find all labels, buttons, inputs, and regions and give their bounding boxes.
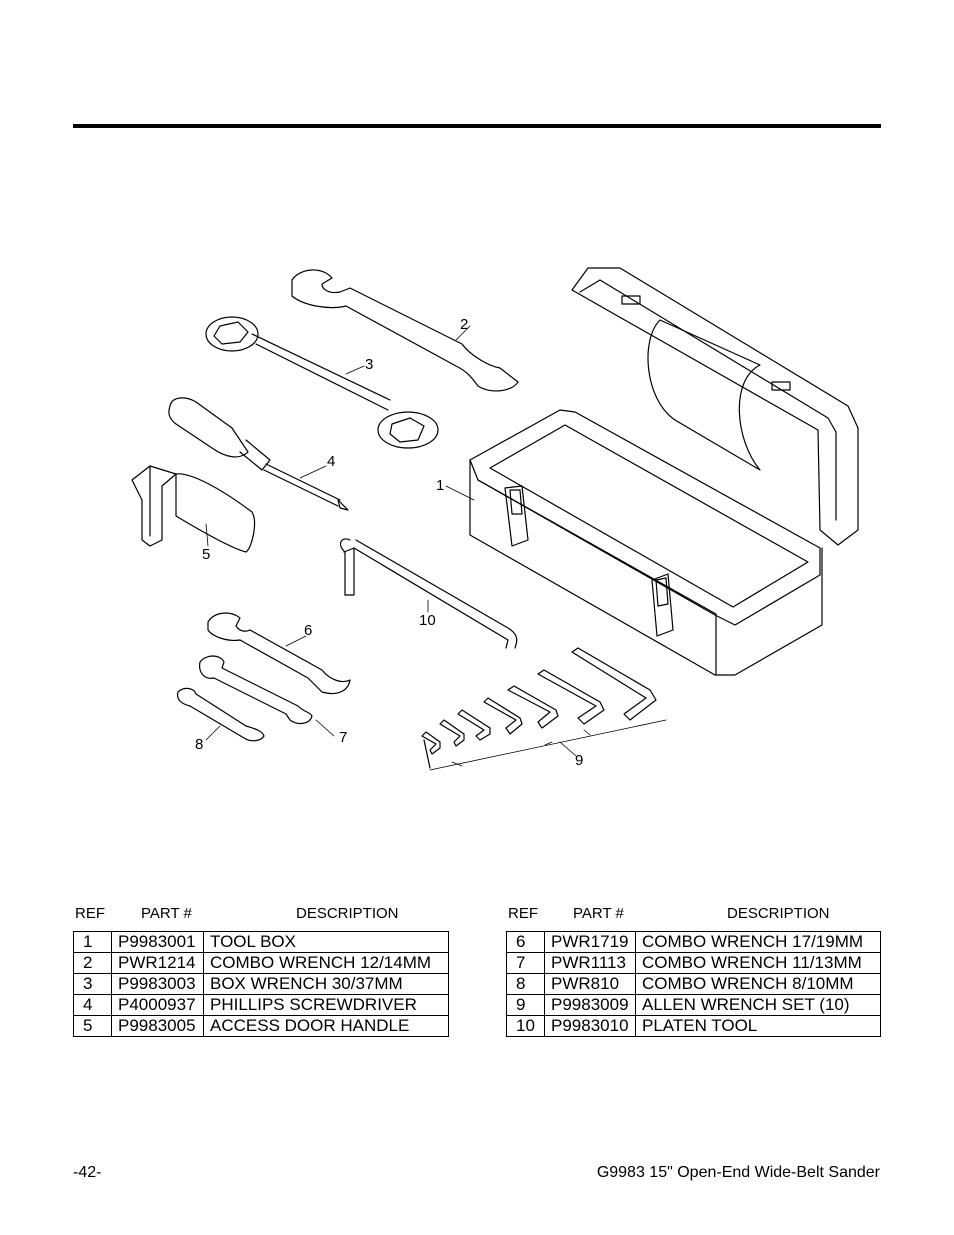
page-number: -42-: [73, 1164, 102, 1181]
ref-cell: 6: [506, 931, 545, 953]
table-row: 2 PWR1214 COMBO WRENCH 12/14MM: [73, 952, 449, 974]
callout-8: 8: [195, 736, 203, 753]
table-row: 5 P9983005 ACCESS DOOR HANDLE: [73, 1015, 449, 1037]
phillips-screwdriver-drawing: [168, 397, 349, 511]
ref-cell: 9: [506, 994, 545, 1016]
parts-table-right: 6 PWR1719 COMBO WRENCH 17/19MM 7 PWR1113…: [506, 931, 881, 1037]
part-cell: PWR1719: [544, 931, 636, 953]
ref-cell: 2: [73, 952, 112, 974]
callout-7: 7: [339, 729, 347, 746]
allen-wrench-set-drawing: [421, 647, 667, 771]
box-wrench-30-37-drawing: [205, 316, 439, 449]
callout-3: 3: [365, 356, 373, 373]
tool-box-drawing: [469, 267, 859, 676]
description-cell: TOOL BOX: [203, 931, 449, 953]
ref-cell: 3: [73, 973, 112, 995]
ref-cell: 5: [73, 1015, 112, 1037]
part-cell: P9983003: [111, 973, 204, 995]
parts-diagram: 1 2 3 4 5 6 7 8 9 10: [131, 267, 859, 771]
callout-6: 6: [304, 622, 312, 639]
parts-table-left: 1 P9983001 TOOL BOX 2 PWR1214 COMBO WREN…: [73, 931, 449, 1037]
header-description-right: DESCRIPTION: [727, 905, 830, 922]
header-description-left: DESCRIPTION: [296, 905, 399, 922]
header-rule: [73, 124, 881, 128]
header-ref-left: REF: [75, 905, 105, 922]
ref-cell: 7: [506, 952, 545, 974]
callout-2: 2: [460, 316, 468, 333]
part-cell: P9983001: [111, 931, 204, 953]
ref-cell: 10: [506, 1015, 545, 1037]
header-part-left: PART #: [141, 905, 192, 922]
part-cell: P9983009: [544, 994, 636, 1016]
ref-cell: 8: [506, 973, 545, 995]
platen-tool-drawing: [339, 538, 518, 649]
description-cell: PHILLIPS SCREWDRIVER: [203, 994, 449, 1016]
description-cell: BOX WRENCH 30/37MM: [203, 973, 449, 995]
part-cell: PWR1113: [544, 952, 636, 974]
combo-wrench-17-19-drawing: [207, 612, 351, 695]
callout-10: 10: [419, 612, 436, 629]
table-row: 4 P4000937 PHILLIPS SCREWDRIVER: [73, 994, 449, 1016]
combo-wrench-12-14-drawing: [291, 269, 519, 392]
description-cell: ALLEN WRENCH SET (10): [635, 994, 881, 1016]
description-cell: PLATEN TOOL: [635, 1015, 881, 1037]
table-row: 1 P9983001 TOOL BOX: [73, 931, 449, 953]
header-ref-right: REF: [508, 905, 538, 922]
callout-9: 9: [575, 752, 583, 769]
description-cell: COMBO WRENCH 17/19MM: [635, 931, 881, 953]
part-cell: PWR810: [544, 973, 636, 995]
callout-leaders: [205, 325, 577, 757]
part-cell: PWR1214: [111, 952, 204, 974]
callout-5: 5: [202, 546, 210, 563]
table-row: 6 PWR1719 COMBO WRENCH 17/19MM: [506, 931, 881, 953]
callout-4: 4: [327, 453, 335, 470]
description-cell: COMBO WRENCH 8/10MM: [635, 973, 881, 995]
table-row: 8 PWR810 COMBO WRENCH 8/10MM: [506, 973, 881, 995]
part-cell: P9983010: [544, 1015, 636, 1037]
description-cell: ACCESS DOOR HANDLE: [203, 1015, 449, 1037]
description-cell: COMBO WRENCH 11/13MM: [635, 952, 881, 974]
document-title: G9983 15" Open-End Wide-Belt Sander: [596, 1164, 880, 1181]
ref-cell: 1: [73, 931, 112, 953]
header-part-right: PART #: [573, 905, 624, 922]
callout-1: 1: [436, 477, 444, 494]
combo-wrench-8-10-drawing: [177, 687, 265, 742]
part-cell: P4000937: [111, 994, 204, 1016]
ref-cell: 4: [73, 994, 112, 1016]
access-door-handle-drawing: [131, 465, 256, 553]
part-cell: P9983005: [111, 1015, 204, 1037]
combo-wrench-11-13-drawing: [199, 655, 313, 725]
table-row: 7 PWR1113 COMBO WRENCH 11/13MM: [506, 952, 881, 974]
description-cell: COMBO WRENCH 12/14MM: [203, 952, 449, 974]
table-row: 9 P9983009 ALLEN WRENCH SET (10): [506, 994, 881, 1016]
table-row: 10 P9983010 PLATEN TOOL: [506, 1015, 881, 1037]
table-row: 3 P9983003 BOX WRENCH 30/37MM: [73, 973, 449, 995]
